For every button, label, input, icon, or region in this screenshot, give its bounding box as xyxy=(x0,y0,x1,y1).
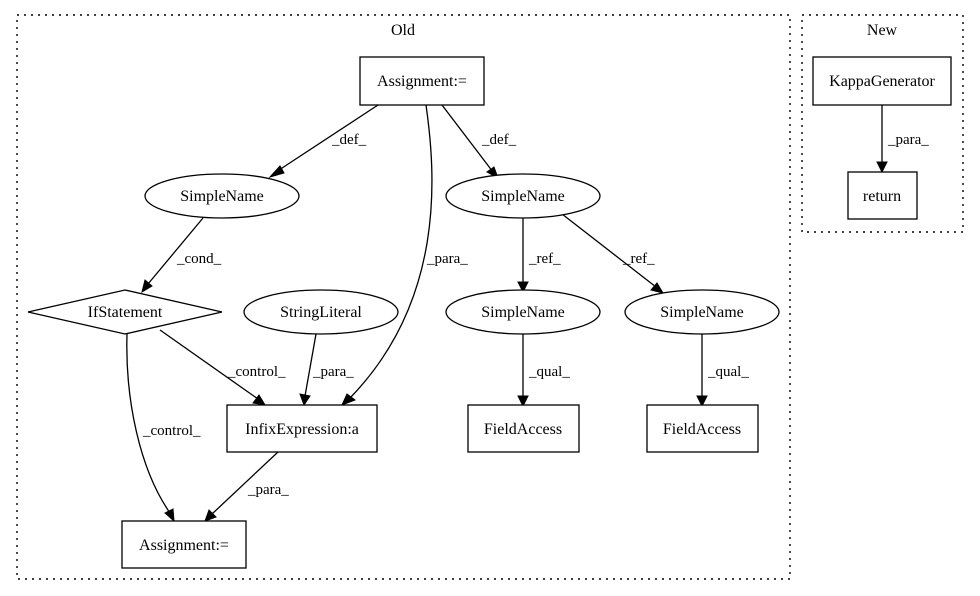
edge-kappa-to-return: _para_ xyxy=(876,105,929,174)
edge-label: _cond_ xyxy=(176,251,222,267)
edge-label: _control_ xyxy=(142,423,201,439)
edge-ref1-to-field1: _qual_ xyxy=(517,334,570,408)
cluster-old: Old xyxy=(16,14,791,580)
node-infixexpression[interactable]: InfixExpression:a xyxy=(226,404,378,453)
node-label: SimpleName xyxy=(481,188,565,205)
node-label: StringLiteral xyxy=(280,304,362,321)
node-assignment-bottom[interactable]: Assignment:= xyxy=(121,520,247,569)
node-kappagenerator[interactable]: KappaGenerator xyxy=(812,56,952,106)
node-label: SimpleName xyxy=(180,188,264,205)
node-label: FieldAccess xyxy=(484,421,562,438)
edge-assign-top-to-simplename-left: _def_ xyxy=(268,104,379,178)
edge-simplename-left-to-ifstatement: _cond_ xyxy=(141,217,222,294)
edge-label: _qual_ xyxy=(528,364,570,380)
edge-label: _def_ xyxy=(331,132,367,148)
edge-ifstatement-to-assign-bottom: _control_ xyxy=(126,333,201,523)
node-label: Assignment:= xyxy=(139,537,229,554)
edge-label: _ref_ xyxy=(528,251,561,267)
node-label: IfStatement xyxy=(88,304,163,321)
node-label: return xyxy=(863,188,901,205)
node-simplename-right[interactable]: SimpleName xyxy=(445,173,601,219)
edge-label: _ref_ xyxy=(622,251,655,267)
edge-label: _control_ xyxy=(227,364,286,380)
edge-assign-top-to-infix: _para_ xyxy=(341,104,468,406)
node-label: KappaGenerator xyxy=(829,73,935,90)
edge-ref2-to-field2: _qual_ xyxy=(696,334,749,408)
edge-label: _para_ xyxy=(887,132,929,148)
node-simplename-left[interactable]: SimpleName xyxy=(144,173,300,219)
edge-label: _def_ xyxy=(481,132,517,148)
edge-assign-top-to-simplename-right: _def_ xyxy=(441,104,517,180)
node-return[interactable]: return xyxy=(847,171,918,220)
node-label: InfixExpression:a xyxy=(245,421,359,438)
cluster-old-label: Old xyxy=(391,22,415,39)
cluster-new: New xyxy=(801,14,964,233)
edge-label: _para_ xyxy=(312,364,354,380)
node-fieldaccess-1[interactable]: FieldAccess xyxy=(467,404,580,453)
edge-label: _qual_ xyxy=(707,364,749,380)
node-label: SimpleName xyxy=(660,304,744,321)
node-simplename-ref2[interactable]: SimpleName xyxy=(624,289,780,335)
node-ifstatement[interactable]: IfStatement xyxy=(27,289,223,335)
cluster-new-label: New xyxy=(867,22,898,39)
node-stringliteral[interactable]: StringLiteral xyxy=(243,289,399,335)
edge-infix-to-assign-bottom: _para_ xyxy=(204,451,289,522)
node-label: SimpleName xyxy=(481,304,565,321)
edge-ifstatement-to-infix: _control_ xyxy=(159,329,286,406)
edge-simplename-right-to-ref2: _ref_ xyxy=(561,213,665,294)
edge-stringliteral-to-infix: _para_ xyxy=(299,333,354,407)
edge-label: _para_ xyxy=(426,251,468,267)
node-assignment-top[interactable]: Assignment:= xyxy=(359,56,485,106)
edge-simplename-right-to-ref1: _ref_ xyxy=(517,218,561,294)
node-fieldaccess-2[interactable]: FieldAccess xyxy=(646,404,759,453)
edge-label: _para_ xyxy=(247,482,289,498)
node-simplename-ref1[interactable]: SimpleName xyxy=(445,289,601,335)
node-label: Assignment:= xyxy=(377,73,467,90)
node-label: FieldAccess xyxy=(663,421,741,438)
